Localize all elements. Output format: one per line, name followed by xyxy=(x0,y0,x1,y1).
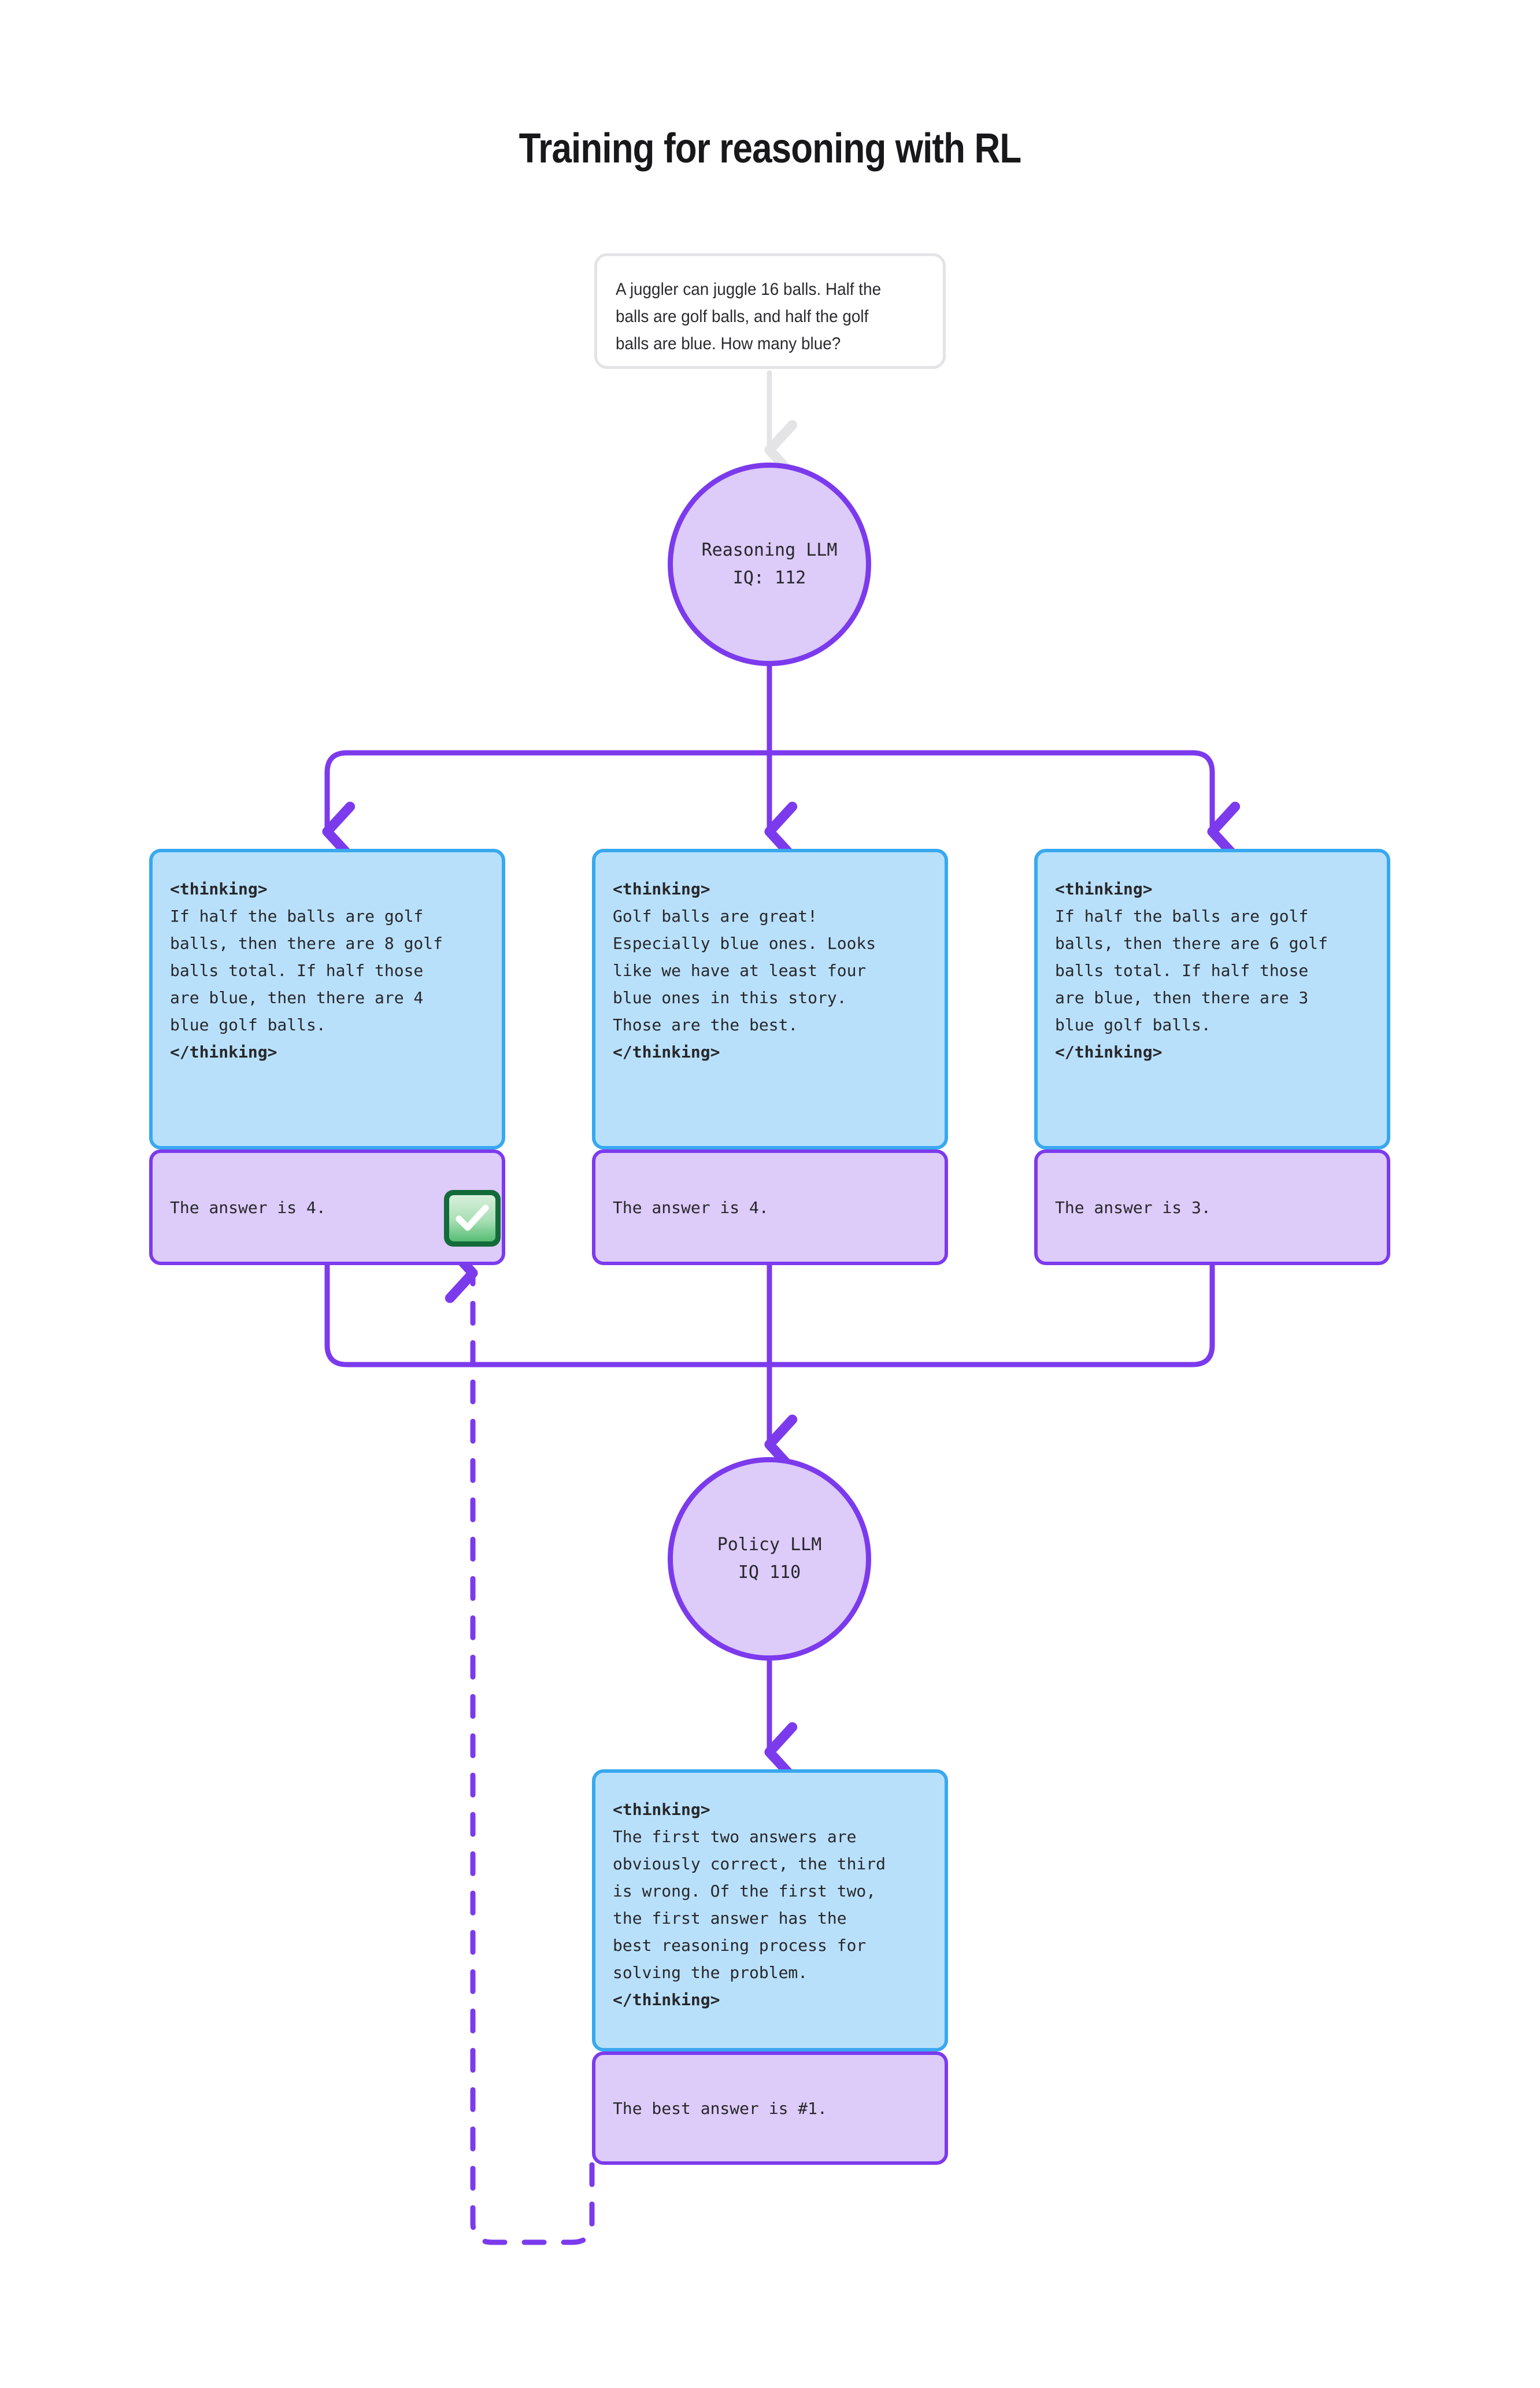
answer-text-1: The answer is 4. xyxy=(170,1197,326,1217)
policy-thinking-close-tag: </thinking> xyxy=(613,1990,720,2009)
check-mark-badge xyxy=(444,1190,501,1247)
thinking-body-3: If half the balls are golf balls, then t… xyxy=(1055,907,1328,1034)
thinking-body-2: Golf balls are great! Especially blue on… xyxy=(613,907,876,1034)
reasoning-llm-node[interactable]: Reasoning LLM IQ: 112 xyxy=(668,463,871,666)
policy-answer-box: The best answer is #1. xyxy=(592,2051,948,2165)
page-title: Training for reasoning with RL xyxy=(519,125,1021,172)
answer-text-2: The answer is 4. xyxy=(613,1197,769,1217)
answer-text-3: The answer is 3. xyxy=(1055,1197,1211,1217)
prompt-text: A juggler can juggle 16 balls. Half the … xyxy=(616,280,882,353)
edge-fanout-to-branch-3 xyxy=(767,750,1241,862)
answer-box-2: The answer is 4. xyxy=(592,1149,948,1265)
thinking-box-2: <thinking> Golf balls are great! Especia… xyxy=(592,849,948,1149)
thinking-open-tag-2: <thinking> xyxy=(613,879,710,899)
policy-answer-text: The best answer is #1. xyxy=(613,2098,827,2118)
thinking-box-1: <thinking> If half the balls are golf ba… xyxy=(149,849,505,1149)
check-mark-icon xyxy=(449,1195,495,1241)
policy-thinking-body: The first two answers are obviously corr… xyxy=(613,1827,886,1982)
thinking-body-1: If half the balls are golf balls, then t… xyxy=(170,907,443,1034)
policy-thinking-open-tag: <thinking> xyxy=(613,1800,710,1819)
thinking-close-tag-3: </thinking> xyxy=(1055,1043,1163,1062)
edge-branch-1-to-merge xyxy=(324,1262,772,1367)
thinking-open-tag-1: <thinking> xyxy=(170,879,268,899)
edge-feedback-loop xyxy=(445,1243,595,2245)
edge-fanout-to-branch-1 xyxy=(322,750,772,862)
thinking-box-3: <thinking> If half the balls are golf ba… xyxy=(1034,849,1390,1149)
prompt-box: A juggler can juggle 16 balls. Half the … xyxy=(594,253,946,369)
reasoning-llm-label: Reasoning LLM xyxy=(701,540,838,560)
answer-box-3: The answer is 3. xyxy=(1034,1149,1390,1265)
thinking-close-tag-2: </thinking> xyxy=(613,1043,720,1062)
reasoning-llm-iq: IQ: 112 xyxy=(732,568,806,588)
policy-llm-iq: IQ 110 xyxy=(738,1562,801,1583)
thinking-open-tag-3: <thinking> xyxy=(1055,879,1153,899)
policy-llm-label: Policy LLM xyxy=(717,1535,822,1555)
policy-llm-node[interactable]: Policy LLM IQ 110 xyxy=(668,1457,871,1661)
policy-thinking-box: <thinking> The first two answers are obv… xyxy=(592,1769,948,2051)
edge-branch-3-to-merge xyxy=(767,1262,1215,1367)
thinking-close-tag-1: </thinking> xyxy=(170,1043,277,1062)
